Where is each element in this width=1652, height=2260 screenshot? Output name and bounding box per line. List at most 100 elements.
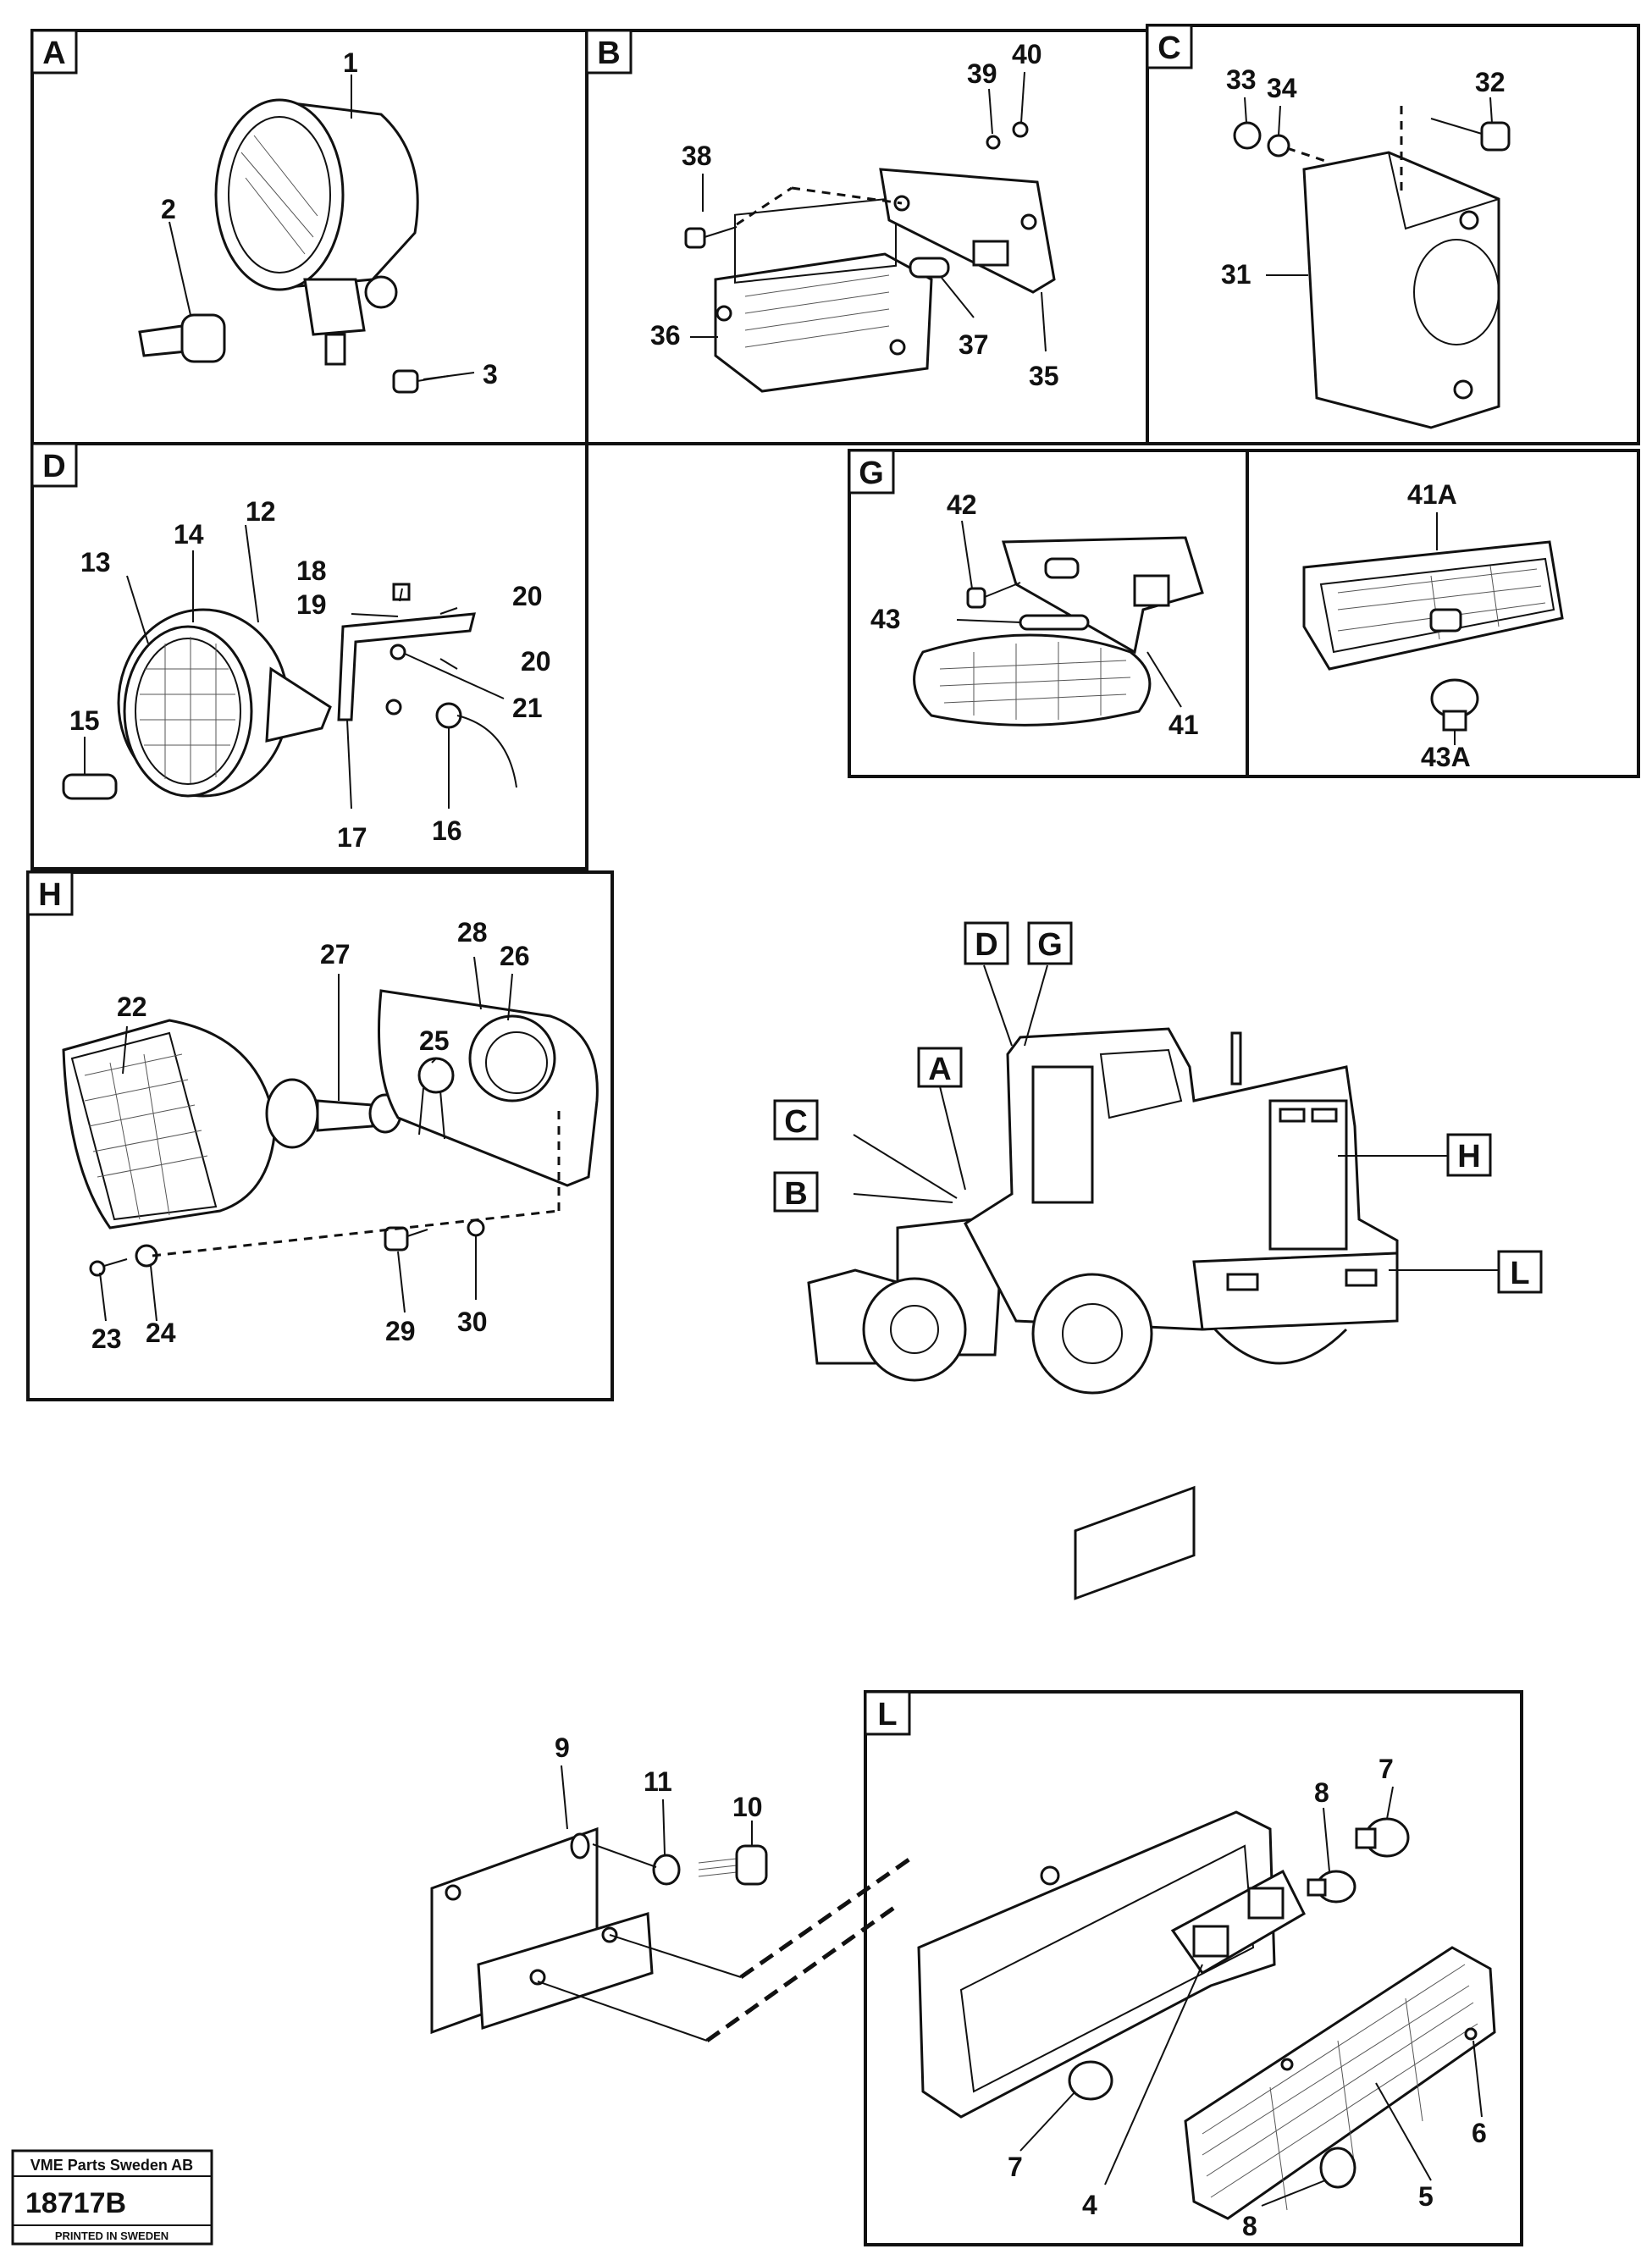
panel-a-tag: A bbox=[42, 36, 65, 71]
screw-29-drawing bbox=[384, 1226, 428, 1252]
loader-overview: A B C D G H L bbox=[773, 921, 1543, 1395]
panel-c-tag-box bbox=[1146, 24, 1193, 69]
screw-32-drawing bbox=[1430, 118, 1511, 152]
lamp-bracket-group: 9 10 11 bbox=[430, 1732, 912, 2043]
tail-lamp-drawing bbox=[1302, 151, 1500, 429]
callout-33: 33 bbox=[1226, 64, 1257, 95]
loc-tag-b-box bbox=[773, 1171, 819, 1213]
callout-43a: 43A bbox=[1421, 742, 1471, 772]
panel-d-frame bbox=[30, 442, 588, 870]
panel-g-variant-frame bbox=[1246, 449, 1640, 778]
callout-21: 21 bbox=[512, 693, 543, 723]
callout-19: 19 bbox=[296, 589, 327, 620]
marker-lamp-41a-drawing bbox=[1302, 540, 1564, 671]
panel-b-tag: B bbox=[597, 36, 620, 71]
bulb-7-lower-drawing bbox=[1068, 2060, 1113, 2101]
bulb-43-drawing bbox=[1019, 614, 1090, 631]
loc-tag-h: H bbox=[1457, 1139, 1480, 1174]
loc-tag-l: L bbox=[1510, 1256, 1529, 1291]
loc-tag-c-box bbox=[773, 1099, 819, 1141]
callout-11: 11 bbox=[644, 1766, 672, 1797]
callout-6: 6 bbox=[1472, 2118, 1487, 2148]
headlamp-bulb-27-drawing bbox=[316, 1093, 402, 1134]
callout-8-upper: 8 bbox=[1314, 1777, 1329, 1808]
panel-d-tag: D bbox=[42, 449, 65, 484]
bulb-2-drawing bbox=[138, 313, 226, 363]
lamp-bracket-drawing bbox=[879, 168, 1056, 294]
panel-b: B 38 39 40 36 37 bbox=[585, 29, 1149, 445]
nut-40-drawing bbox=[1012, 121, 1029, 138]
callout-29: 29 bbox=[385, 1316, 416, 1346]
bulb-8-upper-drawing bbox=[1307, 1870, 1356, 1904]
callout-7-lower: 7 bbox=[1008, 2152, 1023, 2182]
callout-4: 4 bbox=[1082, 2190, 1097, 2220]
washer-39-drawing bbox=[986, 135, 1001, 150]
callout-42: 42 bbox=[947, 489, 977, 520]
callout-14: 14 bbox=[174, 519, 204, 550]
callout-35: 35 bbox=[1029, 361, 1059, 391]
loc-tag-l-box bbox=[1497, 1250, 1543, 1294]
callout-1: 1 bbox=[343, 47, 358, 78]
loc-tag-a: A bbox=[928, 1052, 951, 1087]
head-lamp-drawing bbox=[117, 608, 332, 798]
panel-c-tag: C bbox=[1158, 30, 1180, 66]
screw-38-drawing bbox=[684, 226, 738, 249]
callout-16: 16 bbox=[432, 815, 462, 846]
callout-37: 37 bbox=[959, 329, 989, 360]
callout-5: 5 bbox=[1418, 2181, 1434, 2212]
wheel-loader-drawing bbox=[807, 1027, 1399, 1395]
callout-3: 3 bbox=[483, 359, 498, 390]
callout-15: 15 bbox=[69, 705, 100, 736]
callout-17: 17 bbox=[337, 822, 367, 853]
washer-30-drawing bbox=[467, 1218, 485, 1237]
callout-20-upper: 20 bbox=[512, 581, 543, 611]
parts-stamp: VME Parts Sweden AB 18717B PRINTED IN SW… bbox=[11, 2149, 213, 2246]
callout-8-lower: 8 bbox=[1242, 2211, 1257, 2241]
callout-30: 30 bbox=[457, 1307, 488, 1337]
number-plate-lamp-drawing bbox=[714, 196, 933, 393]
panel-c: C 33 34 32 31 bbox=[1146, 24, 1640, 445]
bulb-holder-4-drawing bbox=[1170, 1869, 1306, 1975]
callout-2: 2 bbox=[161, 194, 176, 224]
bulb-7-upper-drawing bbox=[1355, 1817, 1410, 1858]
bulb-37-drawing bbox=[909, 257, 950, 279]
panel-h: H bbox=[26, 870, 614, 1401]
headlamp-plate-drawing bbox=[378, 989, 599, 1187]
panel-g-tag: G bbox=[859, 456, 884, 491]
bulb-43a-drawing bbox=[1430, 678, 1479, 732]
screw-23-drawing bbox=[89, 1258, 128, 1277]
stamp-company: VME Parts Sweden AB bbox=[30, 2157, 193, 2174]
callout-20-lower: 20 bbox=[521, 646, 551, 677]
callout-18: 18 bbox=[296, 555, 327, 586]
panel-c-frame bbox=[1146, 24, 1640, 445]
callout-43: 43 bbox=[870, 604, 901, 634]
panel-d-tag-box bbox=[30, 442, 78, 488]
mount-bracket-drawing bbox=[337, 612, 517, 788]
callout-25: 25 bbox=[419, 1025, 450, 1056]
callout-10: 10 bbox=[732, 1792, 763, 1822]
stamp-frame bbox=[11, 2149, 213, 2246]
panel-l-tag: L bbox=[877, 1697, 897, 1732]
callout-27: 27 bbox=[320, 939, 351, 970]
loc-tag-c: C bbox=[784, 1104, 807, 1140]
panel-h-tag: H bbox=[38, 877, 61, 913]
panel-g: G 42 43 41 bbox=[848, 449, 1249, 778]
loc-tag-d: D bbox=[975, 927, 997, 963]
bracket-9-drawing bbox=[430, 1826, 654, 2035]
callout-23: 23 bbox=[91, 1323, 122, 1354]
loc-tag-a-box bbox=[917, 1047, 963, 1088]
callout-36: 36 bbox=[650, 320, 681, 351]
callout-32: 32 bbox=[1475, 67, 1506, 97]
washer-11-drawing bbox=[652, 1854, 681, 1886]
stamp-drawing-number: 18717B bbox=[25, 2187, 126, 2219]
loc-tag-d-box bbox=[964, 921, 1009, 965]
callout-41: 41 bbox=[1169, 710, 1199, 740]
panel-a: A 1 2 3 bbox=[30, 29, 588, 445]
panel-l-tag-box bbox=[864, 1690, 911, 1736]
rear-lamp-lens-drawing bbox=[1184, 1946, 1496, 2220]
callout-40: 40 bbox=[1012, 39, 1042, 69]
panel-l-frame bbox=[864, 1690, 1523, 2246]
callout-41a: 41A bbox=[1407, 479, 1457, 510]
marker-lamp-drawing bbox=[913, 633, 1152, 727]
